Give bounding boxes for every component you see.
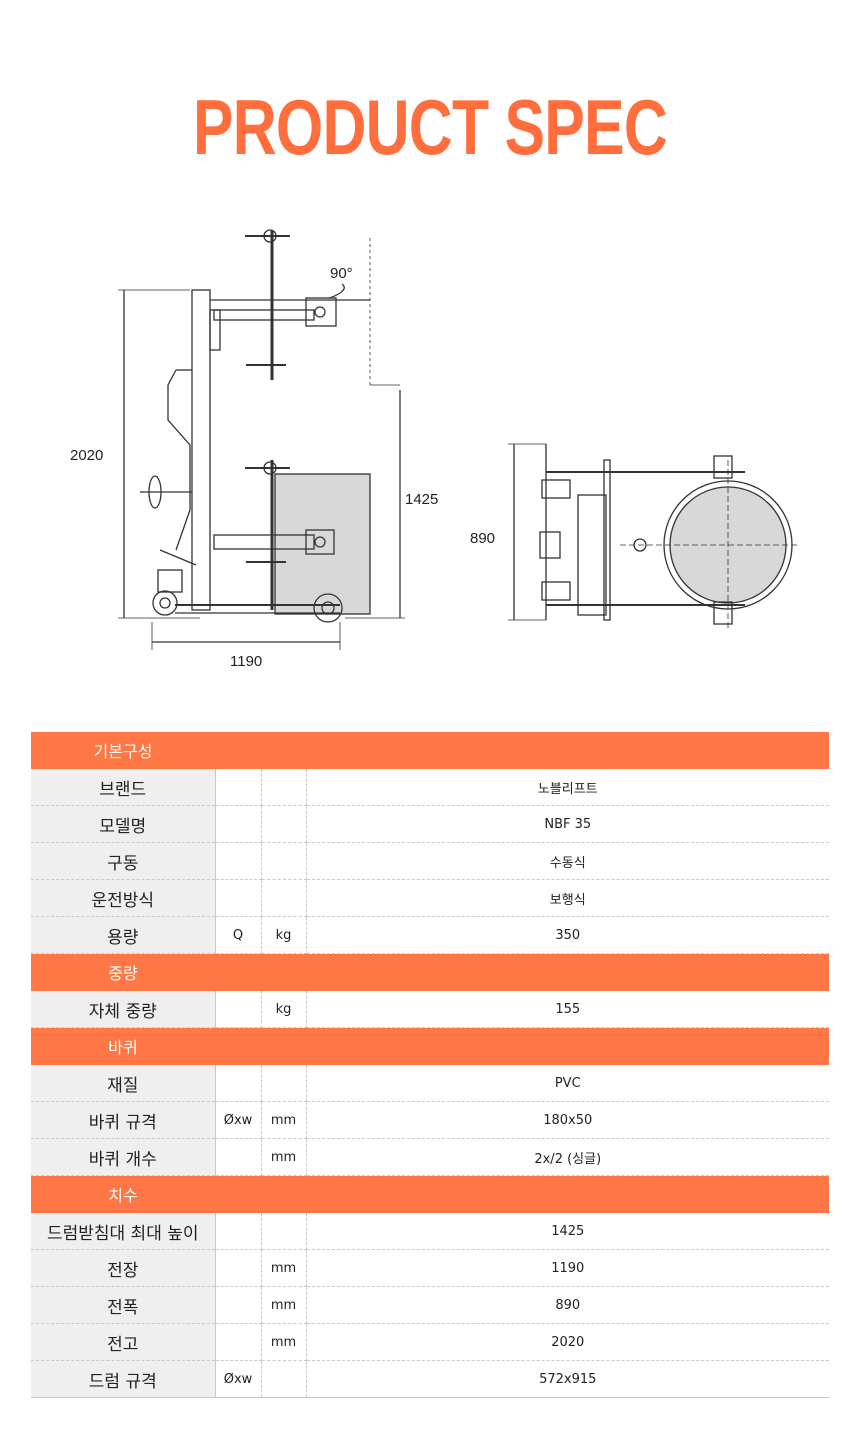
section-fill — [215, 1027, 829, 1065]
technical-drawing: 2020 1425 1190 890 90° — [70, 229, 800, 670]
spec-label: 전장 — [31, 1249, 216, 1287]
spec-unit — [261, 842, 307, 880]
spec-symbol — [215, 1286, 262, 1324]
spec-unit — [261, 768, 307, 806]
section-label: 중량 — [31, 953, 215, 991]
spec-row: 모델명 NBF 35 — [31, 805, 829, 843]
spec-value: 350 — [306, 916, 829, 954]
section-fill — [215, 732, 829, 769]
spec-symbol — [215, 768, 262, 806]
dim-height-total: 2020 — [70, 447, 103, 464]
spec-value: 180x50 — [306, 1101, 829, 1139]
spec-label: 용량 — [31, 916, 216, 954]
spec-unit: kg — [261, 916, 307, 954]
spec-symbol: Q — [215, 916, 262, 954]
spec-row: 드럼받침대 최대 높이 1425 — [31, 1212, 829, 1250]
spec-unit — [261, 1212, 307, 1250]
spec-unit — [261, 1064, 307, 1102]
section-header: 치수 — [31, 1175, 829, 1213]
spec-label: 모델명 — [31, 805, 216, 843]
spec-unit: mm — [261, 1286, 307, 1324]
spec-label: 자체 중량 — [31, 990, 216, 1028]
section-fill — [215, 953, 829, 991]
spec-symbol — [215, 805, 262, 843]
section-label: 치수 — [31, 1175, 215, 1213]
spec-symbol — [215, 879, 262, 917]
spec-value: 1425 — [306, 1212, 829, 1250]
section-header: 중량 — [31, 953, 829, 991]
spec-symbol: Øxw — [215, 1101, 262, 1139]
spec-value: 890 — [306, 1286, 829, 1324]
spec-value: 572x915 — [306, 1360, 829, 1398]
spec-unit — [261, 879, 307, 917]
spec-label: 전고 — [31, 1323, 216, 1361]
spec-value: 노블리프트 — [306, 768, 829, 806]
section-label: 바퀴 — [31, 1027, 215, 1065]
section-label: 기본구성 — [31, 732, 215, 769]
spec-label: 재질 — [31, 1064, 216, 1102]
spec-unit: mm — [261, 1249, 307, 1287]
spec-symbol — [215, 1138, 262, 1176]
spec-value: 1190 — [306, 1249, 829, 1287]
spec-unit — [261, 1360, 307, 1398]
spec-value: 155 — [306, 990, 829, 1028]
section-fill — [215, 1175, 829, 1213]
spec-label: 운전방식 — [31, 879, 216, 917]
spec-label: 드럼 규격 — [31, 1360, 216, 1398]
spec-symbol — [215, 1249, 262, 1287]
spec-label: 바퀴 개수 — [31, 1138, 216, 1176]
spec-label: 구동 — [31, 842, 216, 880]
page-title: PRODUCT SPEC — [192, 83, 668, 171]
dim-angle: 90° — [330, 265, 353, 282]
dim-drum-height: 1425 — [405, 491, 438, 508]
spec-value: 수동식 — [306, 842, 829, 880]
spec-label: 드럼받침대 최대 높이 — [31, 1212, 216, 1250]
dim-width: 890 — [470, 530, 495, 547]
spec-row: 브랜드 노블리프트 — [31, 768, 829, 806]
spec-symbol — [215, 990, 262, 1028]
spec-row: 운전방식 보행식 — [31, 879, 829, 917]
spec-symbol — [215, 1323, 262, 1361]
spec-label: 브랜드 — [31, 768, 216, 806]
spec-symbol — [215, 1212, 262, 1250]
spec-value: NBF 35 — [306, 805, 829, 843]
spec-symbol: Øxw — [215, 1360, 262, 1398]
spec-value: 보행식 — [306, 879, 829, 917]
spec-value: 2x/2 (싱글) — [306, 1138, 829, 1176]
spec-symbol — [215, 842, 262, 880]
spec-label: 전폭 — [31, 1286, 216, 1324]
spec-row: 재질 PVC — [31, 1064, 829, 1102]
spec-unit: kg — [261, 990, 307, 1028]
dim-length: 1190 — [230, 653, 262, 670]
spec-unit: mm — [261, 1101, 307, 1139]
spec-unit: mm — [261, 1138, 307, 1176]
spec-value: PVC — [306, 1064, 829, 1102]
spec-unit: mm — [261, 1323, 307, 1361]
spec-unit — [261, 805, 307, 843]
spec-symbol — [215, 1064, 262, 1102]
spec-label: 바퀴 규격 — [31, 1101, 216, 1139]
section-header: 바퀴 — [31, 1027, 829, 1065]
spec-value: 2020 — [306, 1323, 829, 1361]
spec-row: 구동 수동식 — [31, 842, 829, 880]
section-header: 기본구성 — [31, 732, 829, 769]
